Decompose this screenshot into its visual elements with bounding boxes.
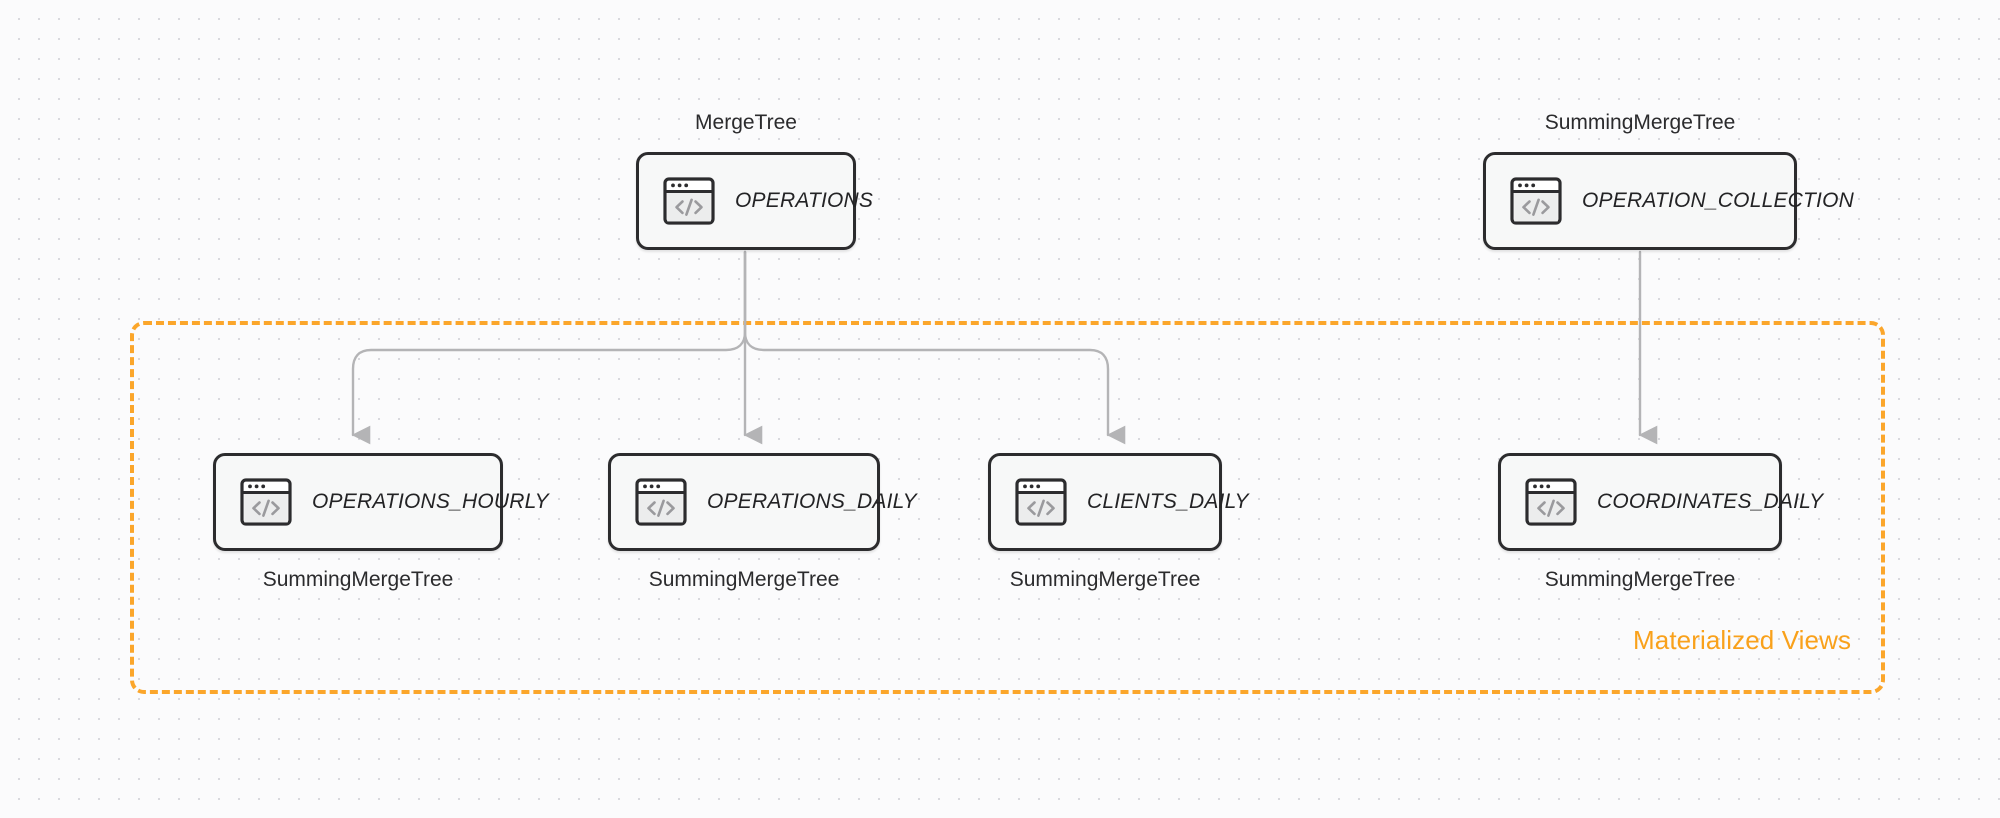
code-window-icon bbox=[1525, 478, 1577, 526]
node-engine-label-operation_collection: SummingMergeTree bbox=[1544, 111, 1736, 134]
node-operation_collection[interactable]: OPERATION_COLLECTION bbox=[1483, 152, 1854, 250]
node-title: COORDINATES_DAILY bbox=[1597, 490, 1824, 513]
node-title: CLIENTS_DAILY bbox=[1087, 490, 1249, 513]
node-operations[interactable]: OPERATIONS bbox=[636, 152, 873, 250]
node-engine-label-operations: MergeTree bbox=[695, 111, 797, 134]
node-engine-label-operations_daily: SummingMergeTree bbox=[648, 568, 840, 591]
code-window-icon bbox=[1015, 478, 1067, 526]
node-coordinates_daily[interactable]: COORDINATES_DAILY bbox=[1498, 453, 1823, 551]
node-engine-label-operations_hourly: SummingMergeTree bbox=[262, 568, 454, 591]
node-operations_daily[interactable]: OPERATIONS_DAILY bbox=[608, 453, 917, 551]
node-title: OPERATIONS bbox=[735, 189, 874, 212]
code-window-icon bbox=[240, 478, 292, 526]
code-window-icon bbox=[1510, 177, 1562, 225]
node-engine-label-coordinates_daily: SummingMergeTree bbox=[1544, 568, 1736, 591]
node-operations_hourly[interactable]: OPERATIONS_HOURLY bbox=[213, 453, 549, 551]
code-window-icon bbox=[663, 177, 715, 225]
node-title: OPERATIONS_HOURLY bbox=[312, 490, 549, 513]
materialized-views-group-label: Materialized Views bbox=[1633, 625, 1852, 655]
node-clients_daily[interactable]: CLIENTS_DAILY bbox=[988, 453, 1249, 551]
node-engine-label-clients_daily: SummingMergeTree bbox=[1009, 568, 1201, 591]
node-title: OPERATION_COLLECTION bbox=[1582, 189, 1854, 212]
code-window-icon bbox=[635, 478, 687, 526]
node-title: OPERATIONS_DAILY bbox=[707, 490, 917, 513]
